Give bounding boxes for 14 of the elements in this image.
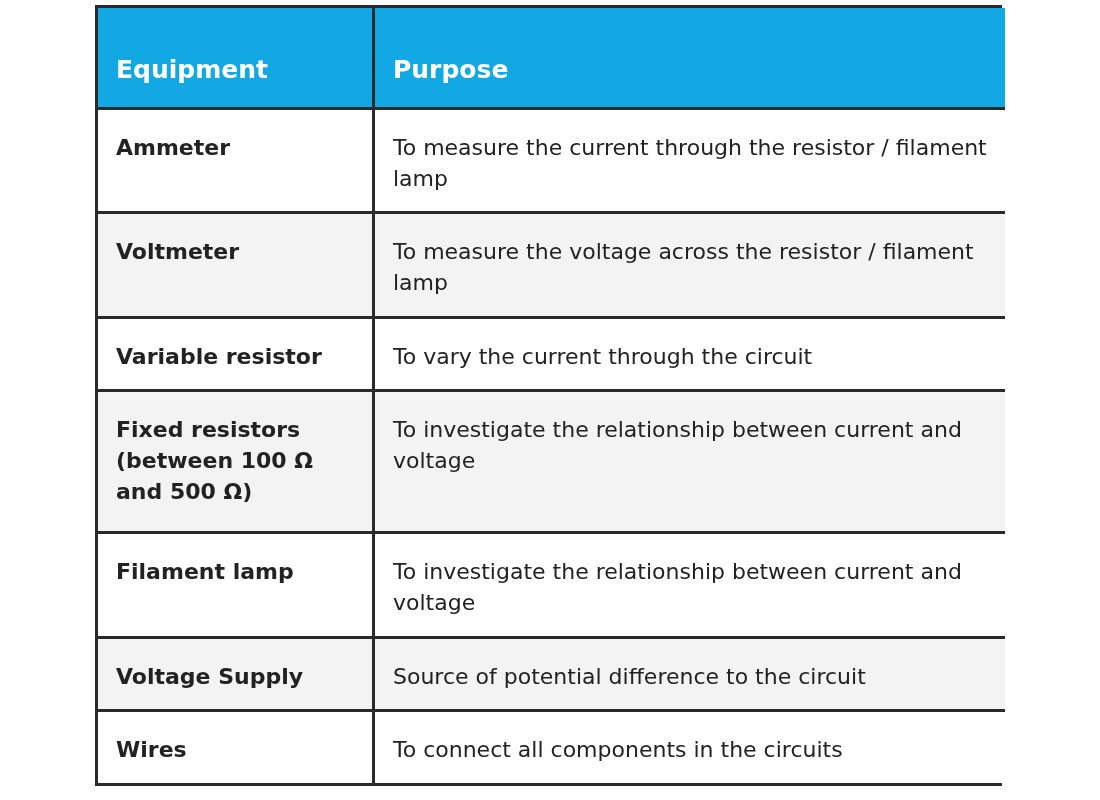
- table-cell: Ammeter: [98, 110, 375, 214]
- table-cell: To vary the current through the circuit: [375, 319, 1005, 392]
- table-cell: Source of potential difference to the circuit: [375, 639, 1005, 712]
- table-cell: Fixed resistors (between 100 Ω and 500 Ω): [98, 392, 375, 534]
- table-cell: To measure the voltage across the resistor / filament lamp: [375, 214, 1005, 319]
- table-cell: To investigate the relationship between current and voltage: [375, 392, 1005, 534]
- header-cell: Purpose: [375, 8, 1005, 110]
- table-cell: To investigate the relationship between current and voltage: [375, 534, 1005, 639]
- table-cell: To measure the current through the resistor / filament lamp: [375, 110, 1005, 214]
- table-cell: Variable resistor: [98, 319, 375, 392]
- table-cell: Filament lamp: [98, 534, 375, 639]
- table-cell: Voltage Supply: [98, 639, 375, 712]
- header-cell: Equipment: [98, 8, 375, 110]
- table-cell: Voltmeter: [98, 214, 375, 319]
